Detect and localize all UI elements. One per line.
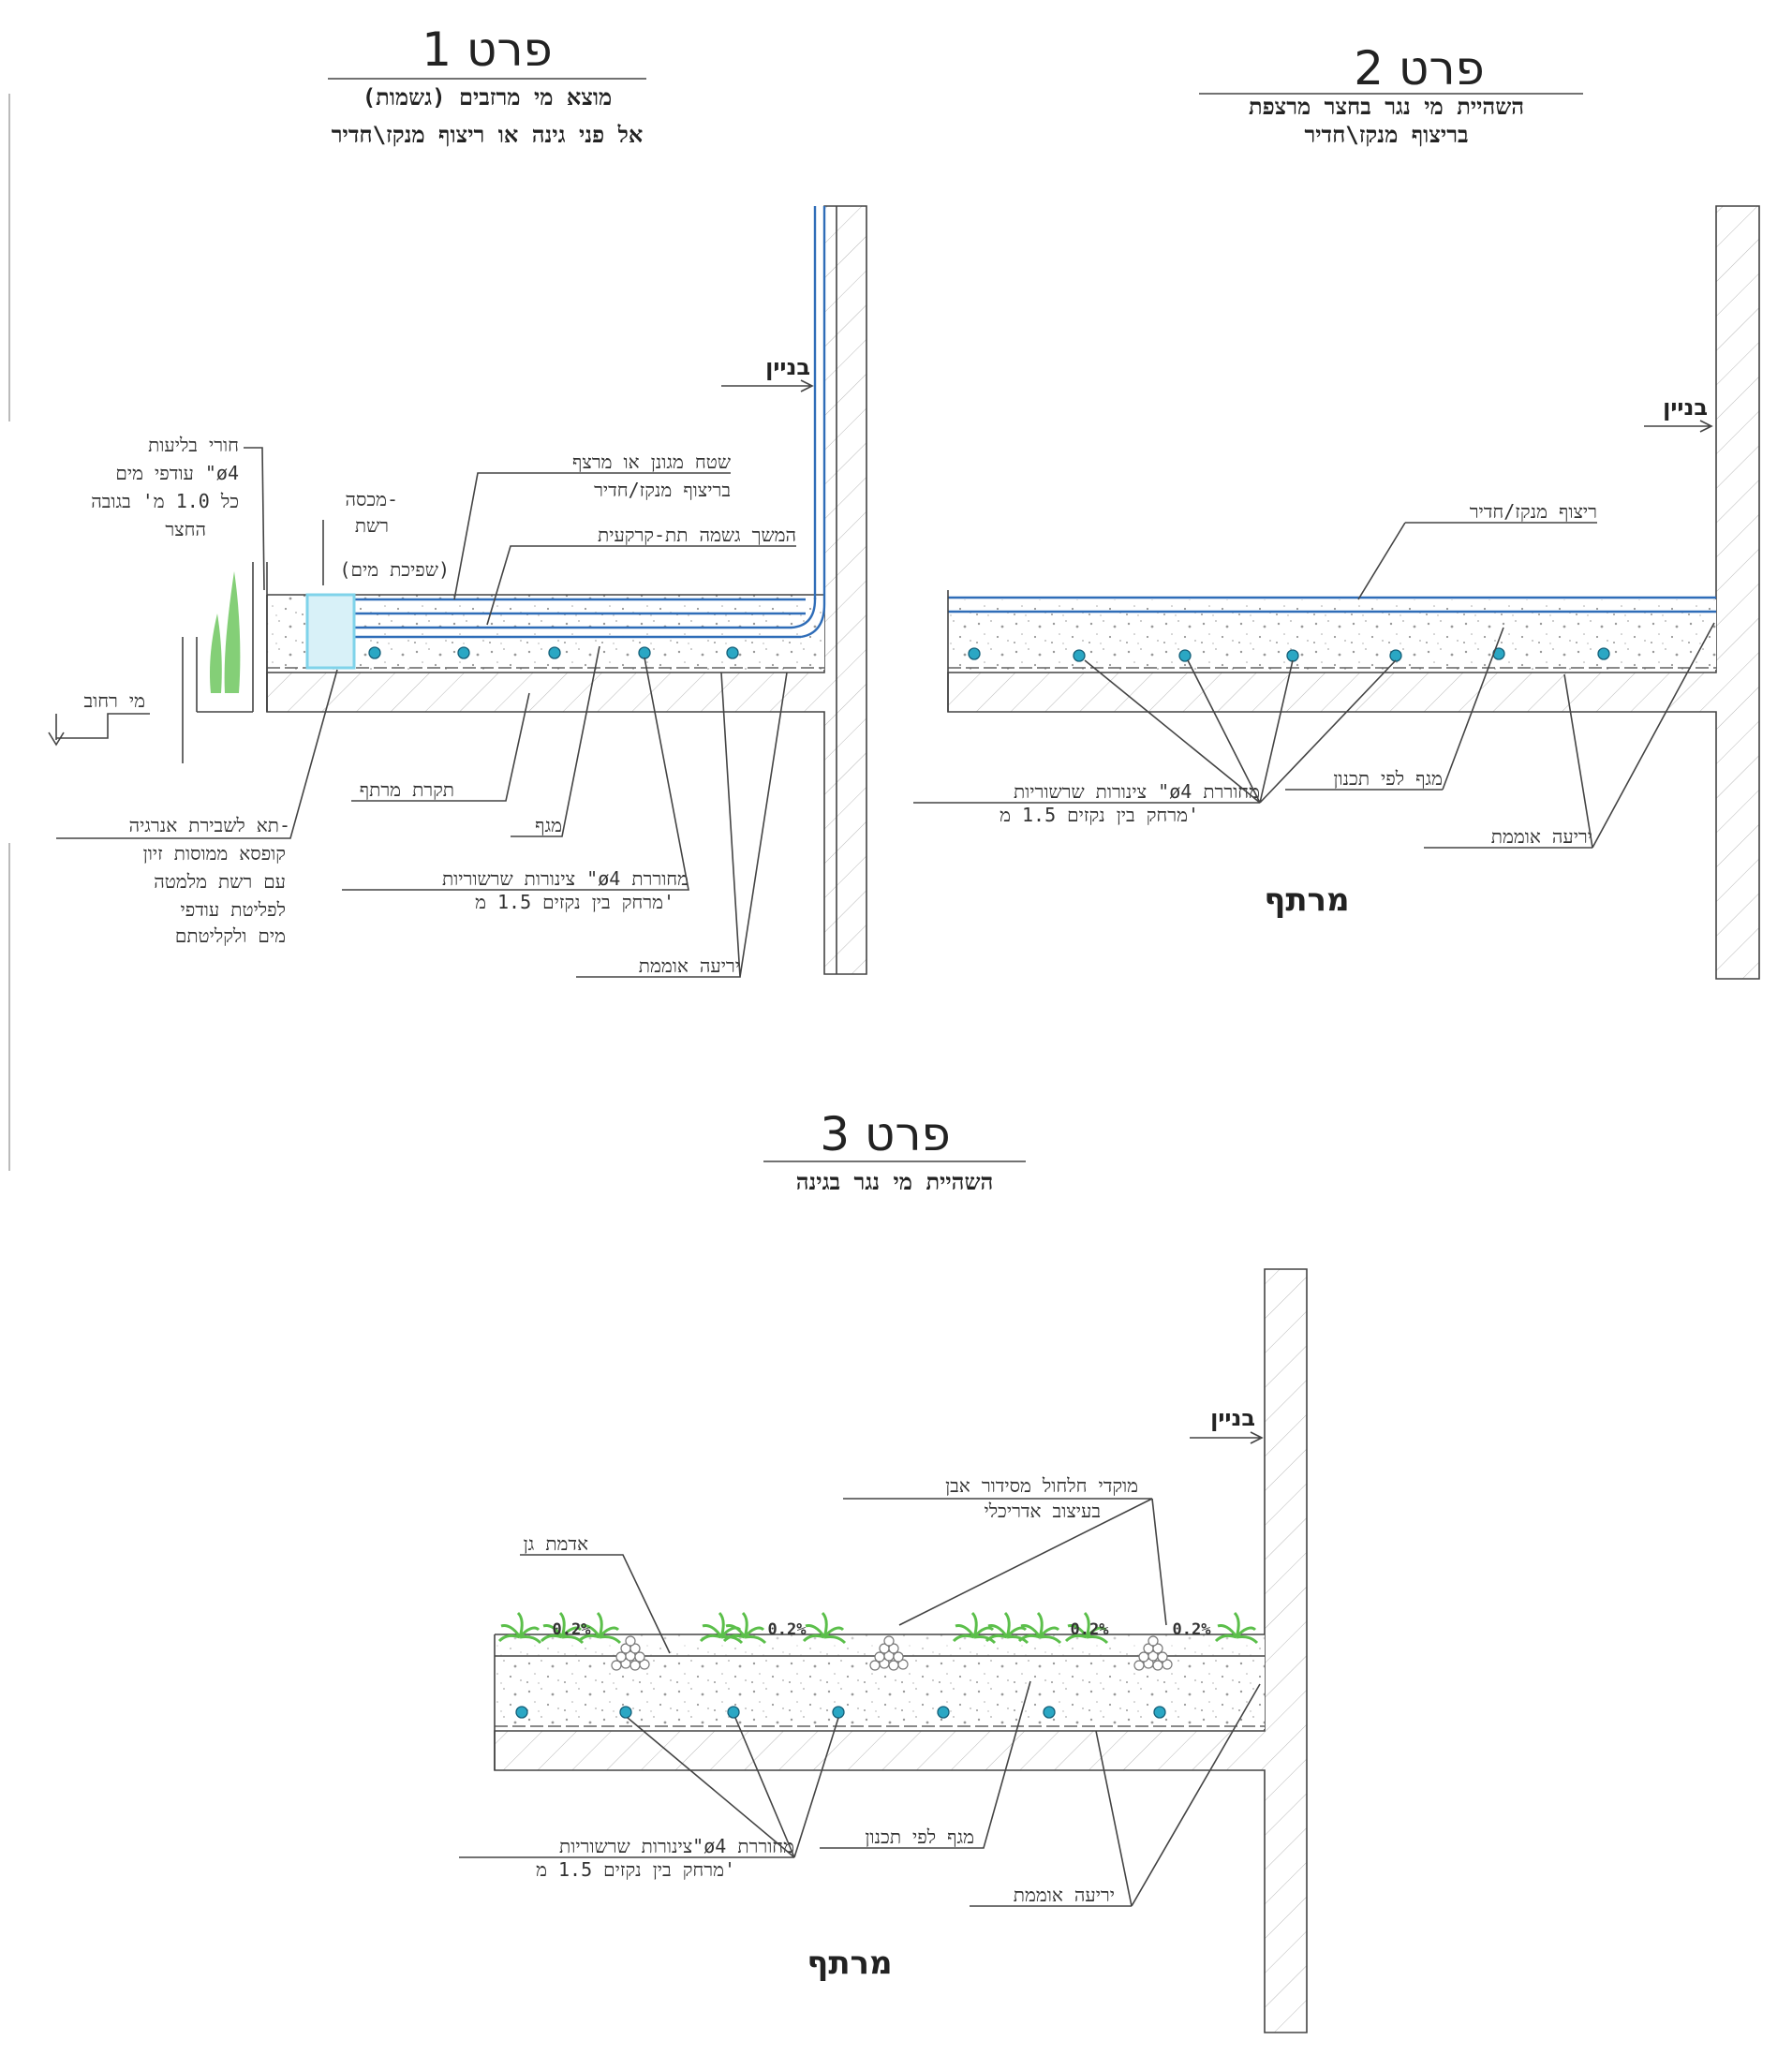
detail-2-basement: מרתף (1264, 881, 1349, 919)
detail-3-title: פרט 3 (820, 1107, 951, 1161)
detail-1-box-4: לפליטת עודפי (180, 898, 286, 921)
detail-2-subtitle-2: בריצוף מנקז\חדיר (1304, 122, 1468, 148)
detail-1: פרט 1 מוצא מי מרזבים (גשמות) אל פני גינה… (48, 22, 867, 978)
detail-1-cover-1: שטח מגונן או מרצף (572, 451, 731, 473)
drain-pipe (1178, 649, 1192, 662)
detail-1-cover-2: בריצוף מנקז/חדיר (594, 479, 731, 501)
drain-pipe (1073, 649, 1086, 662)
detail-1-pipes-2: מרחק בין נקזים 1.5 מ' (475, 891, 674, 913)
detail-1-membrane: יריעה אוממת (639, 954, 740, 977)
drain-pipe (1153, 1706, 1166, 1719)
detail-3-pipes-1: צינורות שרשוריות"ø4 מחוררת (559, 1835, 794, 1857)
detail-1-holes-3: כל 1.0 מ' בגובה (91, 490, 239, 512)
detail-2-pipes-2: מרחק בין נקזים 1.5 מ' (1000, 804, 1199, 826)
drain-pipe (1286, 649, 1299, 662)
detail-1-street-level: מי רחוב (83, 689, 145, 712)
drain-pipe (726, 646, 739, 659)
detail-1-box-2: קופסא ממוסות זיון (143, 842, 286, 865)
detail-3-gravel-1: מוקדי חלחול מסידור אבן (945, 1474, 1138, 1497)
drain-pipe (619, 1706, 632, 1719)
detail-1-box-3: עם רשת מלמטה (154, 870, 286, 893)
drain-pipe (457, 646, 470, 659)
detail-3-building-label: בניין (1210, 1405, 1255, 1431)
detail-3-filling: מגף לפי תכנון (865, 1826, 974, 1848)
detail-3-subtitle: השהיית מי נגר בגינה (796, 1169, 994, 1195)
detail-3-gravel-2: בעיצוב אדריכלי (984, 1500, 1101, 1522)
detail-1-filling: מגף (535, 814, 562, 836)
detail-2-title: פרט 2 (1354, 41, 1485, 96)
detail-1-spill: (שפיכת מים) (339, 558, 450, 581)
detail-2-pipes-1: צינורות שרשוריות "ø4 מחוררת (1014, 780, 1260, 803)
detail-3-basement: מרתף (807, 1944, 892, 1982)
detail-1-grate-1: מכסה- (345, 488, 398, 510)
drain-pipe (1389, 649, 1402, 662)
drain-pipe (548, 646, 561, 659)
detail-1-pipes-1: צינורות שרשוריות "ø4 מחוררת (442, 867, 689, 890)
detail-3-soil: אדמת גן (524, 1532, 588, 1555)
detail-2-filling: מגף לפי תכנון (1333, 767, 1443, 790)
drain-pipe (368, 646, 381, 659)
plant-icon (224, 571, 241, 693)
detail-1-subtitle-1: מוצא מי מרזבים (גשמות) (363, 84, 613, 111)
drain-pipe (1597, 647, 1610, 660)
drain-pipe (1043, 1706, 1056, 1719)
detail-3-slope-1: 0.2% (553, 1620, 592, 1639)
drain-pipe (832, 1706, 845, 1719)
detail-1-subtitle-2: אל פני גינה או ריצוף מנקז\חדיר (332, 122, 643, 148)
detail-1-subsurface: המשך גשמה תת-קרקעית (598, 524, 796, 546)
detail-3-slope-2: 0.2% (768, 1620, 807, 1639)
detail-1-holes-2: עודפי מים "ø4 (115, 462, 239, 484)
detail-1-box-1: תא לשבירת אנרגיה- (129, 814, 290, 836)
detail-3-slope-3: 0.2% (1071, 1620, 1110, 1639)
detail-1-title: פרט 1 (422, 22, 553, 77)
detail-1-holes-4: החצר (165, 518, 206, 540)
drain-pipe (968, 647, 981, 660)
detail-1-basement-roof: תקרת מרתף (360, 778, 454, 801)
detail-2-wall-slab (947, 205, 1760, 980)
drain-pipe (515, 1706, 528, 1719)
drain-pipe (937, 1706, 950, 1719)
detail-3-pipes-2: מרחק בין נקזים 1.5 מ' (536, 1858, 735, 1881)
detail-3-membrane: יריעה אוממת (1014, 1884, 1115, 1906)
detail-1-grate-2: רשת (355, 514, 389, 537)
detail-3-slope-4: 0.2% (1173, 1620, 1212, 1639)
drain-pipe (638, 646, 651, 659)
plant-icon (209, 614, 222, 693)
detail-1-energy-box (305, 593, 356, 670)
detail-1-holes-1: חורי בליעות (148, 434, 239, 456)
drain-pipe (727, 1706, 740, 1719)
detail-2-building-label: בניין (1663, 394, 1708, 421)
detail-1-box-5: מים ולקליטתם (175, 924, 286, 947)
detail-1-building-label: בניין (765, 354, 810, 380)
detail-3: פרט 3 השהיית מי נגר בגינה 0. (459, 1107, 1308, 2033)
detail-2: פרט 2 השהיית מי נגר בחצר מרצפת בריצוף מנ… (913, 41, 1760, 980)
detail-2-subtitle-1: השהיית מי נגר בחצר מרצפת (1249, 94, 1524, 120)
detail-1-wall-slab (266, 205, 867, 975)
detail-2-membrane: יריעה אוממת (1491, 825, 1592, 848)
detail-3-wall-slab (494, 1268, 1308, 2033)
detail-2-paving: ריצוף מנקז/חדיר (1470, 500, 1597, 523)
